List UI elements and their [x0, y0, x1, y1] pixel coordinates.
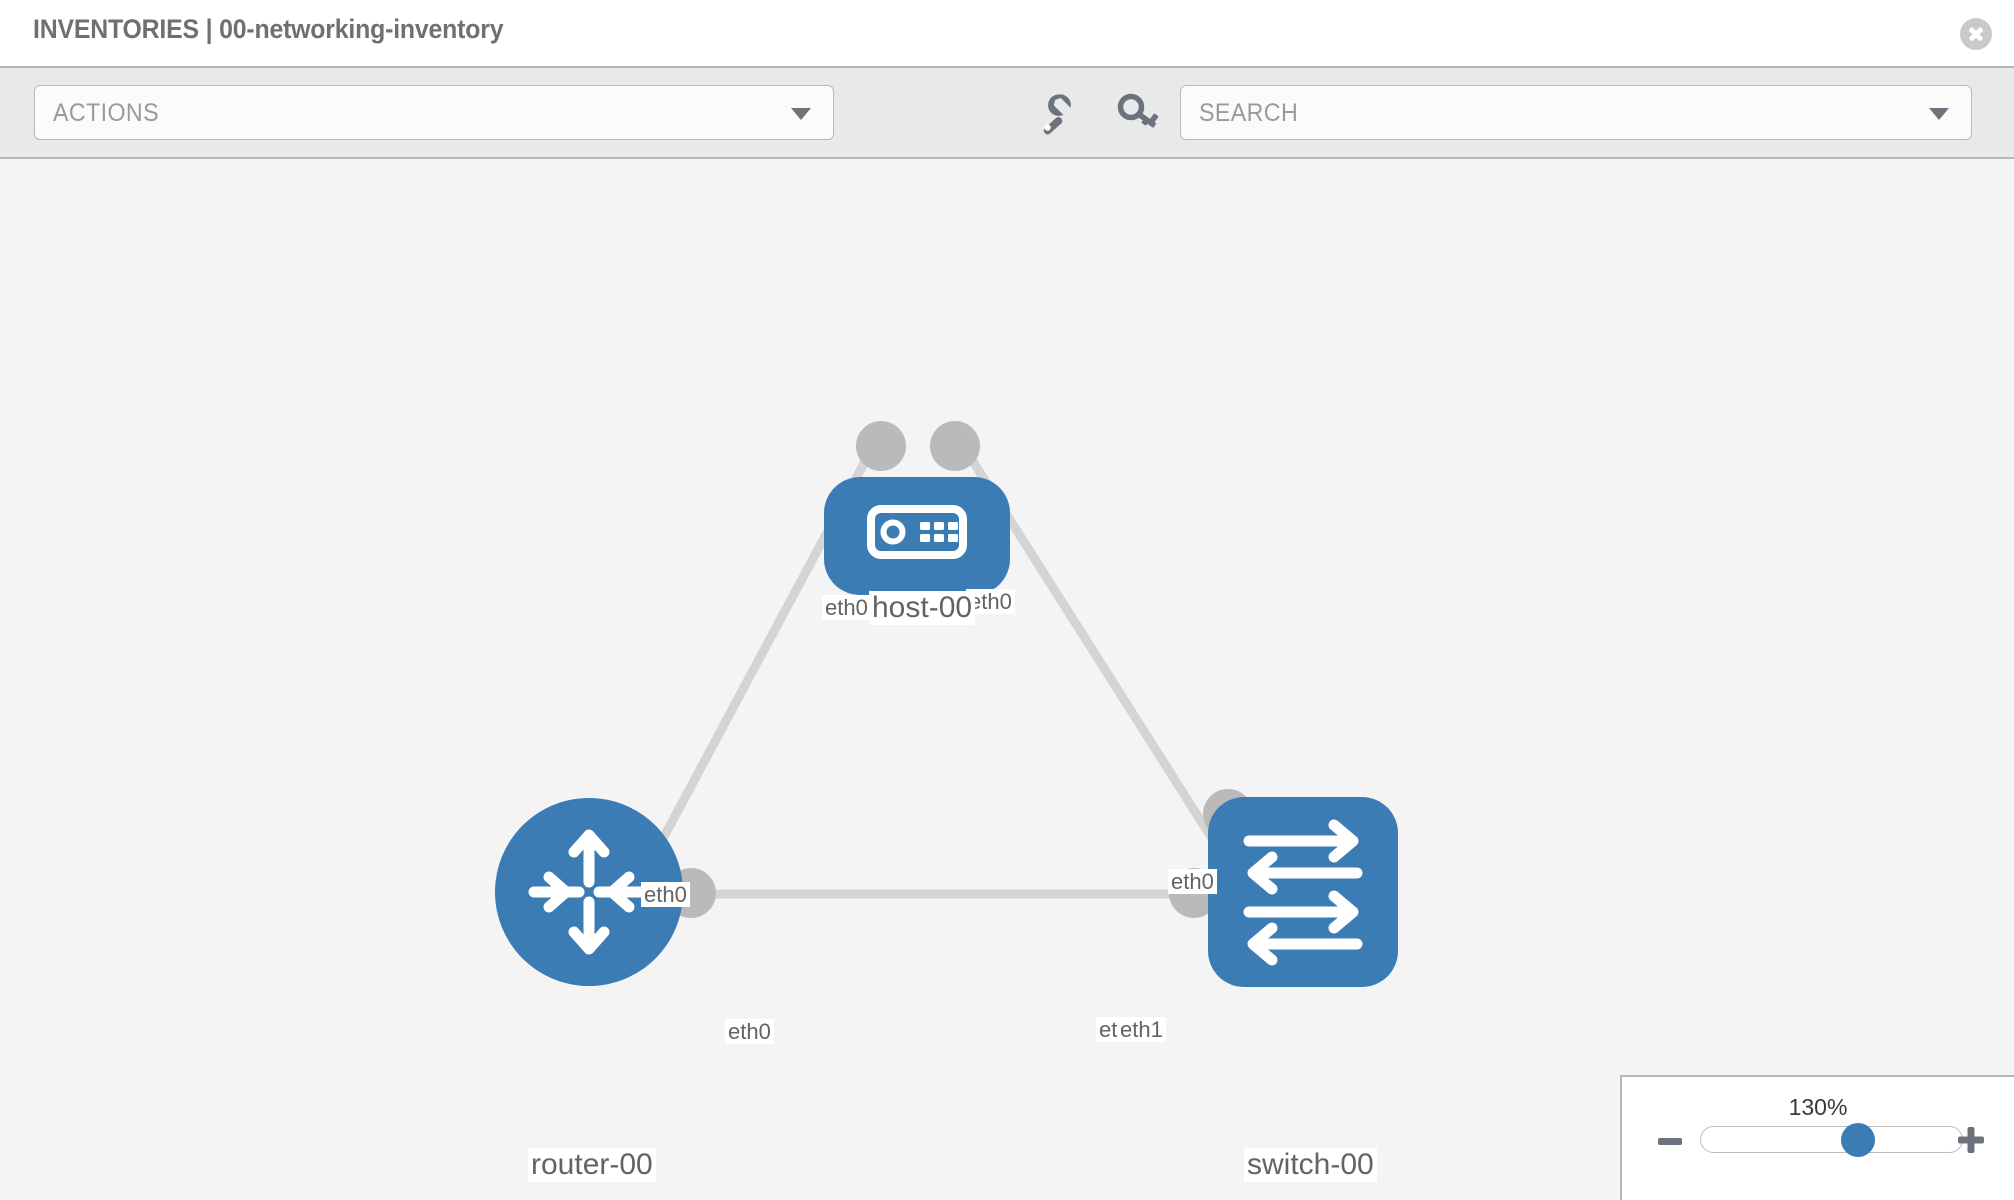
key-icon[interactable] [1115, 90, 1161, 136]
topology-canvas[interactable]: eth0 eth0 eth0 eth0 eth0 eth0 eth1 host-… [0, 159, 2014, 1200]
interface-label: eth0 [1168, 869, 1217, 895]
chevron-down-icon [1929, 107, 1949, 120]
zoom-control-panel: 130% [1620, 1075, 2014, 1200]
zoom-slider[interactable] [1700, 1122, 1963, 1157]
node-label-host: host-00 [869, 591, 976, 625]
toolbar: ACTIONS SEARCH [0, 68, 2014, 159]
node-host-00 [824, 477, 1010, 595]
actions-dropdown[interactable]: ACTIONS [34, 85, 834, 140]
interface-label: eth0 [822, 595, 871, 621]
page-header: INVENTORIES | 00-networking-inventory [0, 0, 2014, 68]
page-title: INVENTORIES | 00-networking-inventory [33, 14, 504, 44]
interface-label: eth1 [1117, 1017, 1166, 1043]
wrench-icon[interactable] [1038, 90, 1084, 136]
router-four-arrows-icon [528, 829, 650, 955]
interface-circle [930, 421, 980, 471]
node-switch-00 [1208, 797, 1398, 987]
search-placeholder: SEARCH [1199, 99, 1299, 127]
interface-circle [856, 421, 906, 471]
node-router-00 [495, 798, 683, 986]
topology-graph [495, 421, 1398, 987]
interface-label: eth0 [725, 1019, 774, 1045]
actions-dropdown-label: ACTIONS [53, 99, 159, 127]
search-input[interactable]: SEARCH [1180, 85, 1972, 140]
plus-icon[interactable] [1958, 1127, 1984, 1153]
switch-arrows-icon [1243, 819, 1363, 966]
zoom-slider-thumb[interactable] [1840, 1122, 1875, 1157]
chevron-down-icon [791, 107, 811, 120]
close-icon[interactable] [1960, 18, 1992, 50]
node-label-router: router-00 [528, 1148, 656, 1182]
zoom-percent-label: 130% [1788, 1094, 1848, 1120]
interface-label: eth0 [641, 882, 690, 908]
server-device-icon [867, 505, 967, 559]
node-label-switch: switch-00 [1244, 1148, 1377, 1182]
minus-icon[interactable] [1658, 1138, 1682, 1145]
